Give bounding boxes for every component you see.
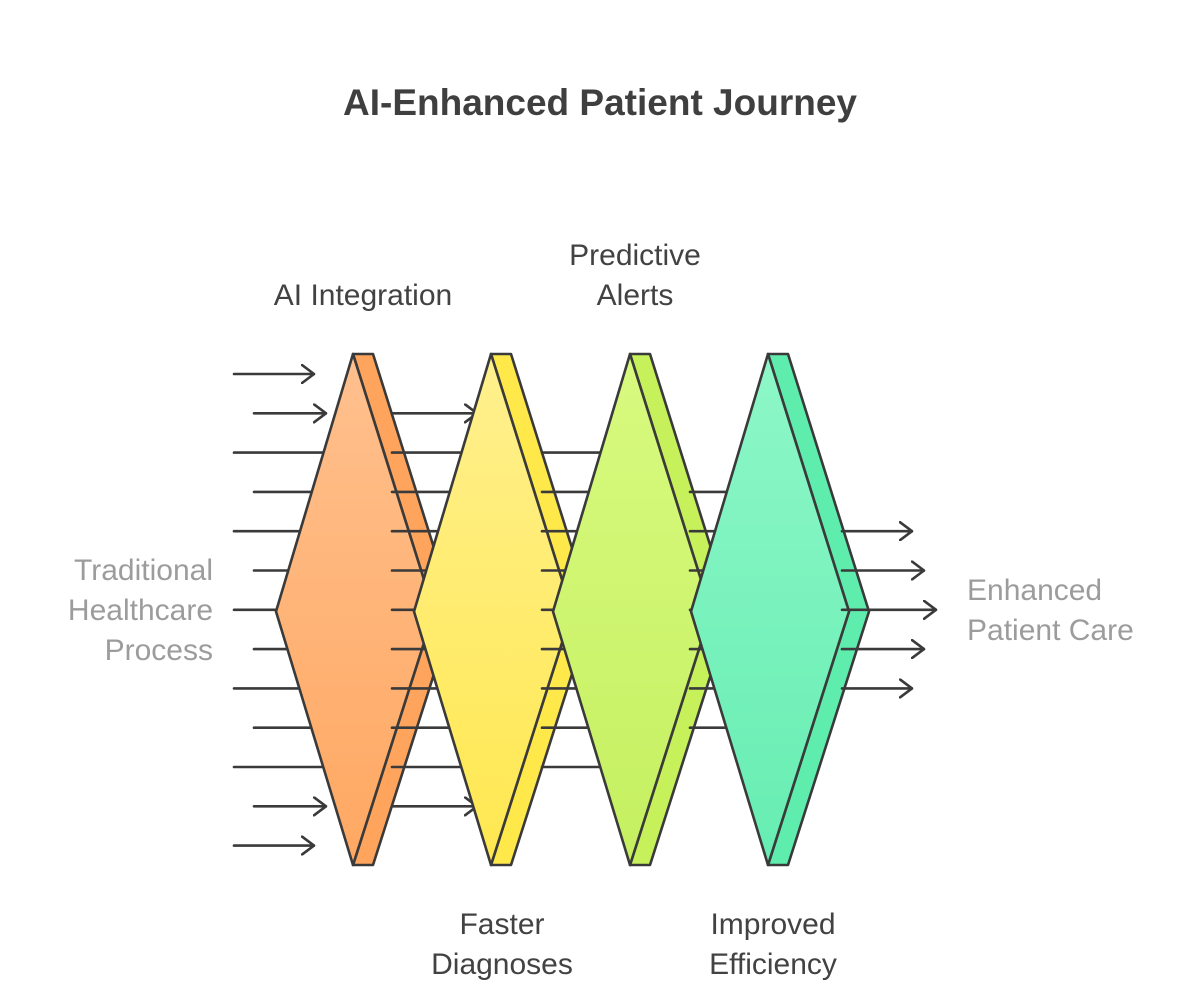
stage-panel	[689, 352, 851, 867]
stage-panel	[274, 352, 436, 867]
stage-panel	[412, 352, 574, 867]
page-title: AI-Enhanced Patient Journey	[343, 82, 857, 123]
stage-panel	[551, 352, 713, 867]
ai-integration-label: AI Integration	[273, 279, 453, 312]
